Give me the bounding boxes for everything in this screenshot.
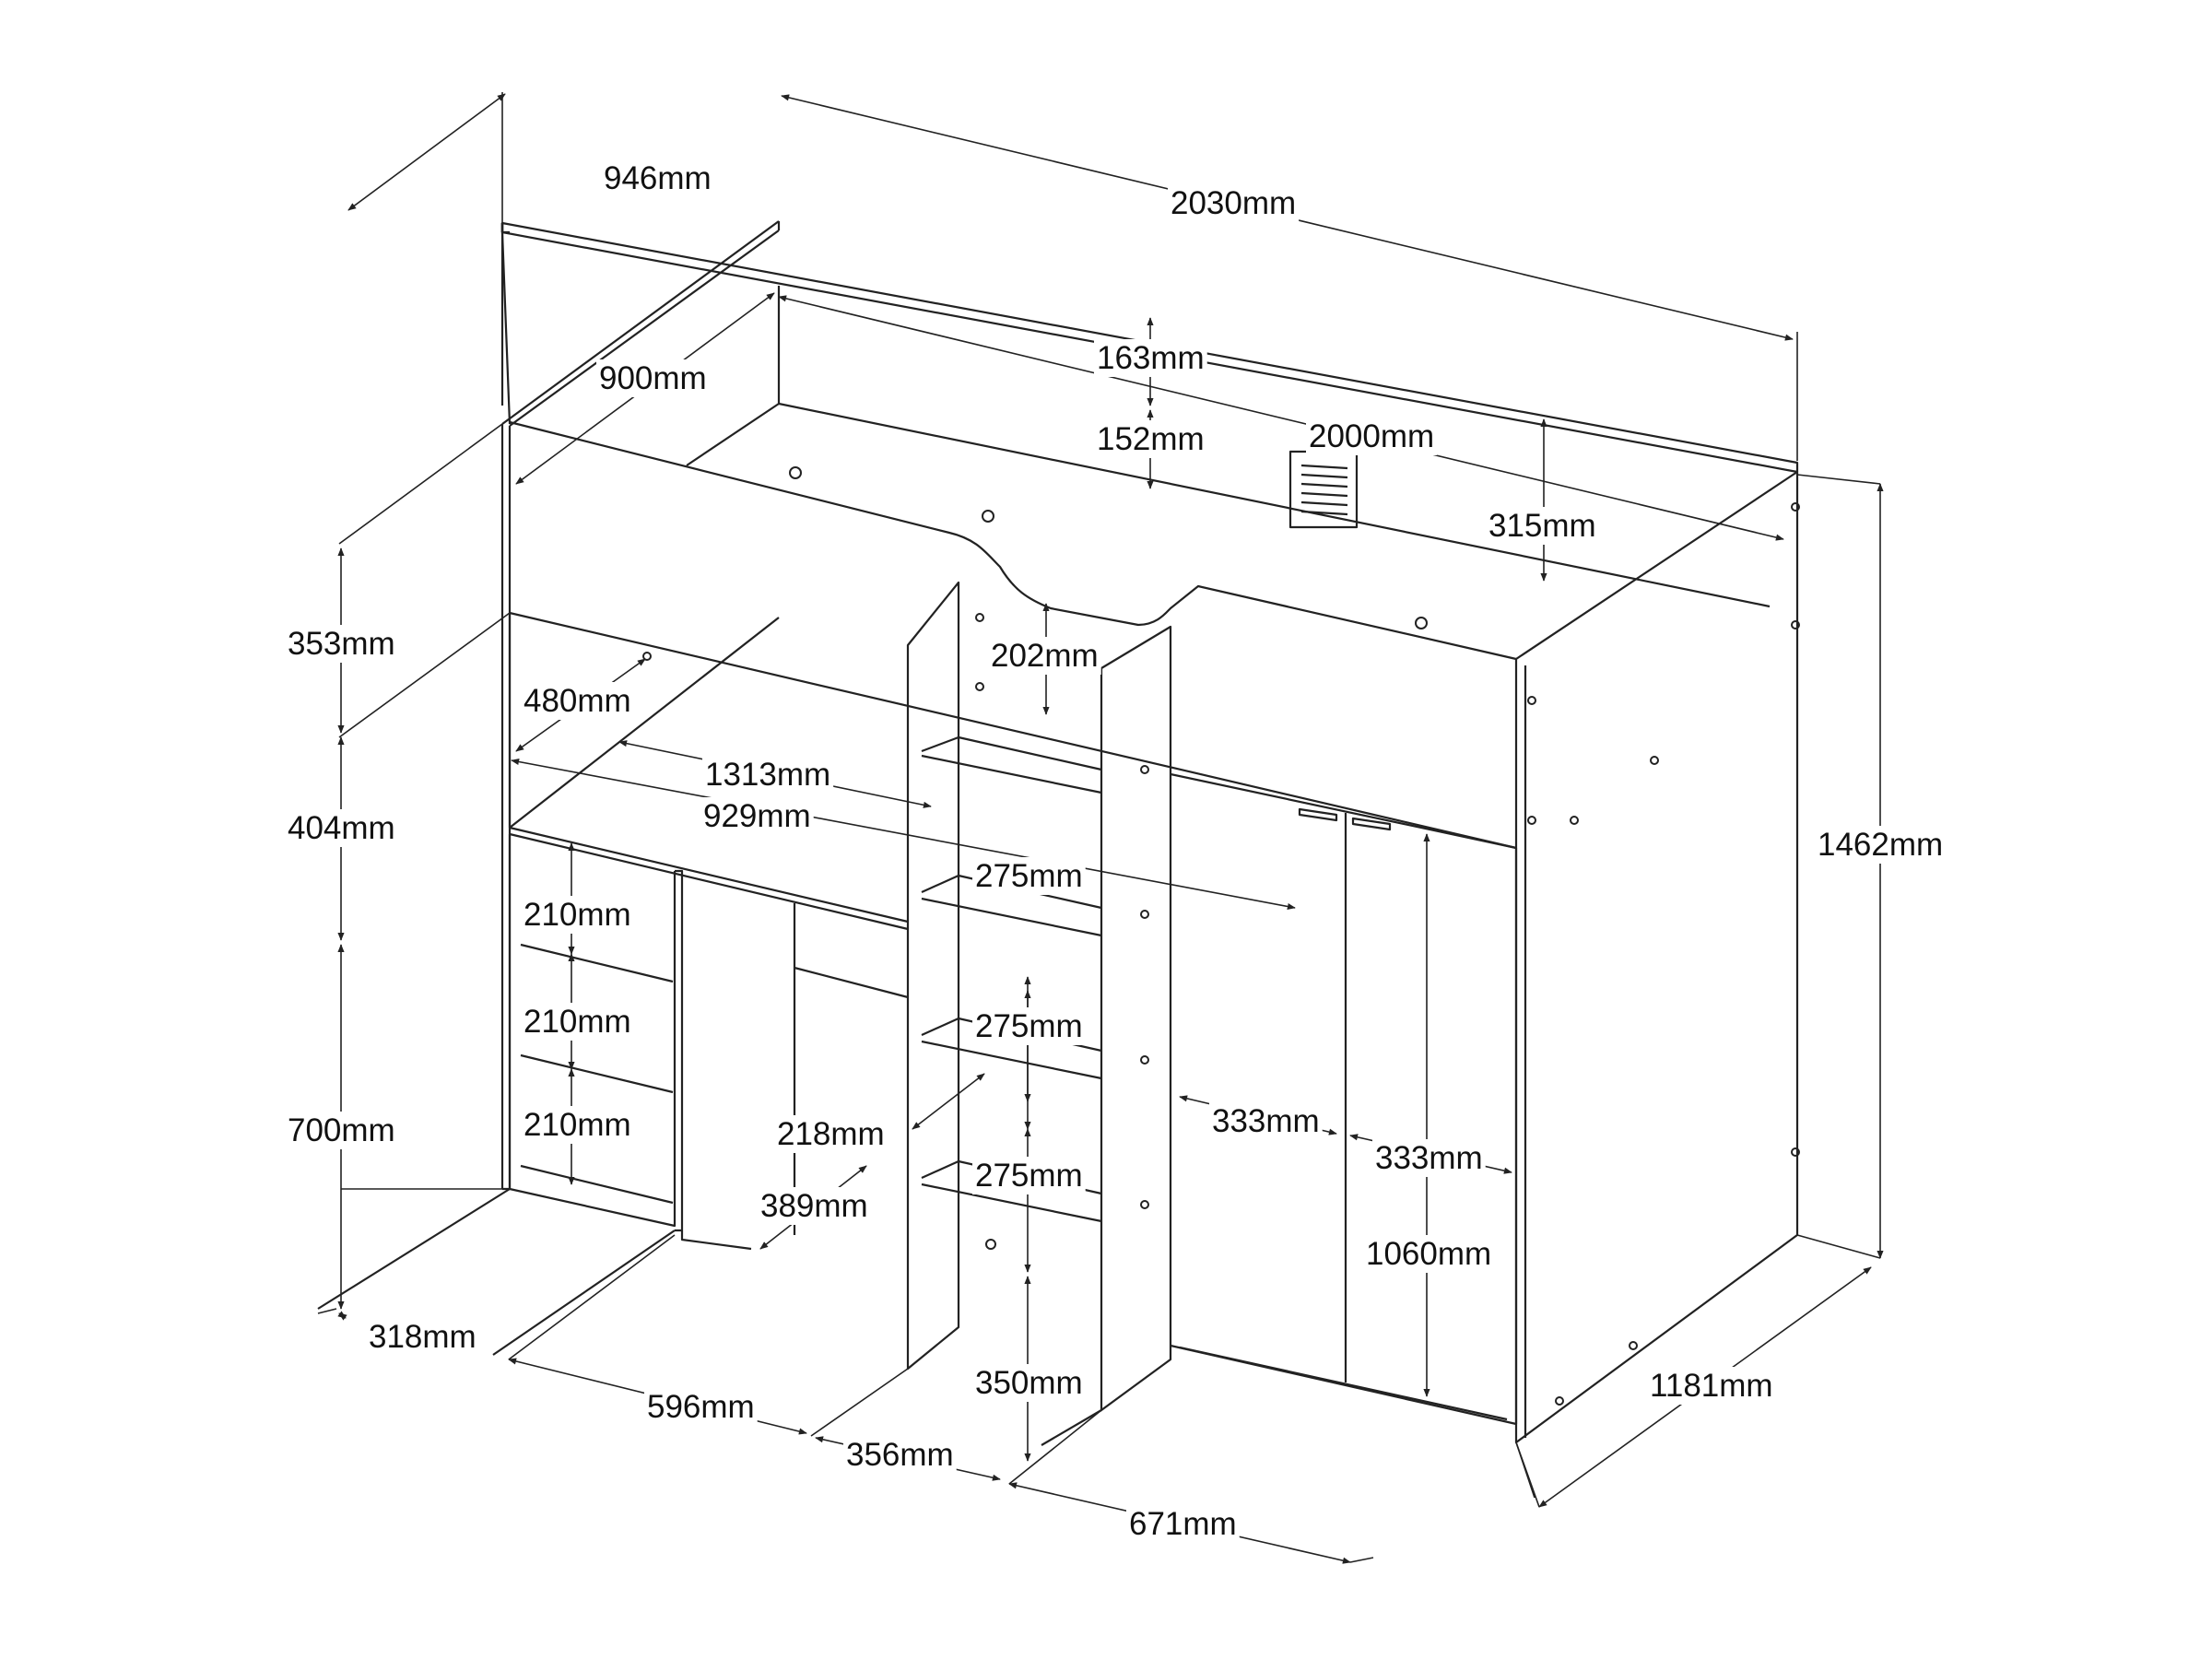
label-background <box>601 159 714 197</box>
label-background <box>702 756 834 794</box>
label-wardrobe-door-left: 333mm <box>1212 1103 1320 1139</box>
label-background <box>1094 339 1207 377</box>
label-background <box>972 1007 1086 1045</box>
label-wardrobe-door-right: 333mm <box>1375 1140 1483 1176</box>
label-overall-length: 2030mm <box>1171 185 1296 221</box>
label-wardrobe-width: 671mm <box>1129 1506 1237 1542</box>
label-mattress-width: 900mm <box>599 360 707 396</box>
drawer-unit-side <box>675 869 684 1232</box>
label-mattress-length: 2000mm <box>1309 418 1434 454</box>
front-guard-panel <box>509 420 1517 661</box>
label-wardrobe-height: 1060mm <box>1366 1236 1491 1272</box>
label-bottom-step: 350mm <box>975 1365 1083 1401</box>
label-background <box>1126 1505 1240 1543</box>
right-end-panel <box>1514 470 1799 1444</box>
label-background <box>1094 420 1207 458</box>
label-overall-height: 1462mm <box>1818 827 1943 863</box>
label-wardrobe-depth: 1181mm <box>1650 1368 1773 1404</box>
label-background <box>1486 507 1599 545</box>
drawer-unit-front <box>508 834 677 1228</box>
label-background <box>521 1106 634 1144</box>
dimension-labels: 946mm 2030mm 900mm 163mm 152mm 2000mm 31… <box>285 159 1947 1543</box>
furniture-outline <box>317 220 1799 1446</box>
extension-lines-2 <box>317 1234 1540 1563</box>
label-background <box>1168 184 1300 222</box>
floor-edge <box>317 1188 1102 1446</box>
label-background <box>1647 1367 1776 1405</box>
label-drawer-2: 210mm <box>524 1004 631 1040</box>
label-background <box>596 359 710 397</box>
label-background <box>521 1003 634 1041</box>
label-top-gap: 163mm <box>1097 340 1205 376</box>
label-shelf-depth: 218mm <box>777 1116 885 1152</box>
label-mid-height: 404mm <box>288 810 395 846</box>
label-background <box>521 682 634 720</box>
label-background <box>1372 1139 1486 1177</box>
label-drawer-unit-depth: 318mm <box>369 1319 477 1355</box>
label-ladder-gap: 202mm <box>991 638 1099 674</box>
wardrobe-base <box>1179 1346 1508 1421</box>
ladder-left-rail <box>906 581 960 1371</box>
label-ladder-depth: 356mm <box>846 1437 954 1473</box>
drawer-2 <box>520 1053 674 1094</box>
wardrobe-body <box>1170 772 1518 1426</box>
label-desk-opening: 596mm <box>647 1389 755 1425</box>
label-background <box>774 1115 888 1153</box>
label-drawer-3: 210mm <box>524 1107 631 1143</box>
vent-grille-slats <box>1300 464 1348 516</box>
label-background <box>285 1112 398 1149</box>
label-background <box>644 1388 758 1426</box>
label-desk-width: 929mm <box>703 798 811 834</box>
dim-1313mm-line <box>511 758 1296 911</box>
label-desk-height: 700mm <box>288 1112 395 1148</box>
label-desk-width-long: 1313mm <box>705 757 830 793</box>
extension-lines <box>338 92 1881 1499</box>
label-background <box>1209 1102 1323 1140</box>
label-background <box>285 625 398 663</box>
label-background <box>843 1436 957 1474</box>
wardrobe-handle-right <box>1351 817 1392 831</box>
left-end-panel-top <box>500 223 512 425</box>
label-kneehole-depth: 389mm <box>760 1188 868 1224</box>
mattress-recess <box>686 286 1771 608</box>
dim-218mm-line <box>912 1073 985 1130</box>
dim-946mm-line <box>347 93 506 211</box>
label-step-2: 275mm <box>975 1008 1083 1044</box>
label-background <box>521 896 634 934</box>
fixing-holes <box>642 466 1800 1406</box>
label-background <box>988 637 1101 675</box>
label-background <box>1306 418 1438 455</box>
label-background <box>758 1187 871 1225</box>
label-background <box>972 1157 1086 1194</box>
label-background <box>285 809 398 847</box>
drawer-3 <box>520 1164 674 1205</box>
label-rail-height: 315mm <box>1488 508 1596 544</box>
label-step-1: 275mm <box>975 858 1083 894</box>
dim-318mm-line <box>337 1311 347 1321</box>
label-background <box>1363 1235 1495 1273</box>
label-background <box>366 1318 479 1356</box>
label-upper-shelf-height: 353mm <box>288 626 395 662</box>
label-desk-back-height: 480mm <box>524 683 631 719</box>
label-step-3: 275mm <box>975 1158 1083 1194</box>
dimension-lines <box>317 92 1884 1564</box>
drawer-1 <box>520 943 674 983</box>
label-background <box>700 797 814 835</box>
dim-2000mm-line <box>778 295 1784 541</box>
label-drawer-1: 210mm <box>524 897 631 933</box>
label-guard-height: 152mm <box>1097 421 1205 457</box>
front-guard-panel-lower <box>509 611 1517 850</box>
ladder-right-rail <box>1100 625 1172 1412</box>
label-background <box>972 857 1086 895</box>
wardrobe-handle-left <box>1298 807 1338 822</box>
label-overall-depth: 946mm <box>604 160 712 196</box>
label-background <box>1815 826 1947 864</box>
label-background <box>972 1364 1086 1402</box>
